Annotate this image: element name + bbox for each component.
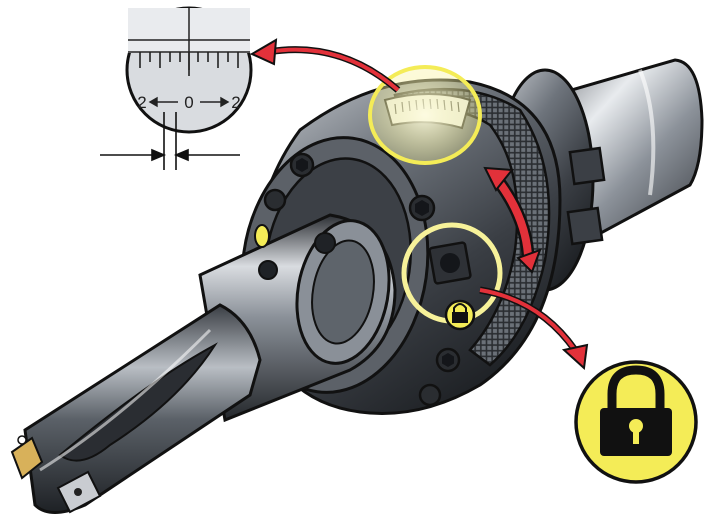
- hex-screw: [263, 188, 287, 212]
- hex-screw: [289, 152, 315, 178]
- arrow-icon: [249, 38, 401, 93]
- scale-ticks: [139, 52, 239, 76]
- drill-body: [10, 303, 262, 514]
- scale-magnifier: 2 0 2: [125, 6, 253, 134]
- scale-label-right: 2: [231, 93, 240, 112]
- locking-screw[interactable]: [428, 241, 472, 285]
- small-lock-marker-left: [254, 224, 270, 248]
- scale-arrows: [148, 96, 230, 108]
- chip-flute: [58, 342, 218, 462]
- arrow-icon: [479, 286, 589, 371]
- double-arrow-icon: [483, 166, 542, 274]
- dimension-indicator: [100, 112, 240, 170]
- hex-screw: [314, 232, 336, 254]
- scale-label-left: 2: [137, 93, 146, 112]
- hex-screw: [435, 347, 461, 373]
- hex-screw: [408, 194, 436, 222]
- padlock-icon: [444, 299, 476, 331]
- hex-screw: [258, 260, 278, 280]
- highlight-scale-area: [368, 65, 482, 165]
- padlock-icon: [574, 360, 698, 484]
- hex-screw: [418, 383, 442, 407]
- scale-label-center: 0: [184, 93, 193, 112]
